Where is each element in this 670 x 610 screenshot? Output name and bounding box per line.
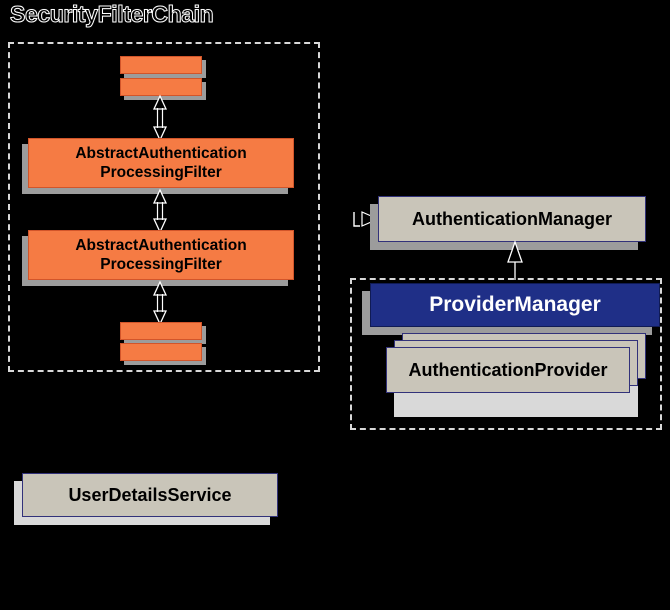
provider-manager[interactable]: ProviderManager [362, 283, 660, 335]
connector-generalization-provider-manager [503, 240, 527, 280]
connector-double-arrow-1 [150, 94, 170, 142]
security-filter-chain-group [8, 42, 320, 372]
user-details-service-face: UserDetailsService [22, 473, 278, 517]
authentication-provider[interactable]: AuthenticationProvider [386, 333, 646, 417]
user-details-service[interactable]: UserDetailsService [14, 473, 278, 525]
authentication-manager-face: AuthenticationManager [378, 196, 646, 242]
abstract-authentication-processing-filter-1-face: AbstractAuthentication ProcessingFilter [28, 138, 294, 188]
authentication-provider-face: AuthenticationProvider [386, 347, 630, 393]
authentication-manager[interactable]: AuthenticationManager [370, 196, 646, 250]
connector-double-arrow-3 [150, 280, 170, 326]
filter-bar-top-1-face [120, 56, 202, 74]
filter-bar-top-1[interactable] [120, 56, 206, 78]
aapf-2-line2: ProcessingFilter [100, 256, 222, 273]
provider-manager-group [350, 278, 662, 430]
aapf-2-line1: AbstractAuthentication [75, 237, 247, 254]
connector-double-arrow-2 [150, 188, 170, 234]
filter-bar-bottom-1-face [120, 322, 202, 340]
aapf-1-line1: AbstractAuthentication [75, 145, 247, 162]
filter-bar-bottom-2[interactable] [120, 343, 206, 365]
abstract-authentication-processing-filter-1[interactable]: AbstractAuthentication ProcessingFilter [22, 138, 294, 194]
filter-bar-top-2-face [120, 78, 202, 96]
aapf-1-line2: ProcessingFilter [100, 164, 222, 181]
filter-bar-bottom-2-face [120, 343, 202, 361]
abstract-authentication-processing-filter-2-face: AbstractAuthentication ProcessingFilter [28, 230, 294, 280]
provider-manager-face: ProviderManager [370, 283, 660, 327]
filter-bar-top-2[interactable] [120, 78, 206, 100]
filter-bar-bottom-1[interactable] [120, 322, 206, 344]
page-title: SecurityFilterChain [9, 1, 214, 28]
abstract-authentication-processing-filter-2[interactable]: AbstractAuthentication ProcessingFilter [22, 230, 294, 286]
